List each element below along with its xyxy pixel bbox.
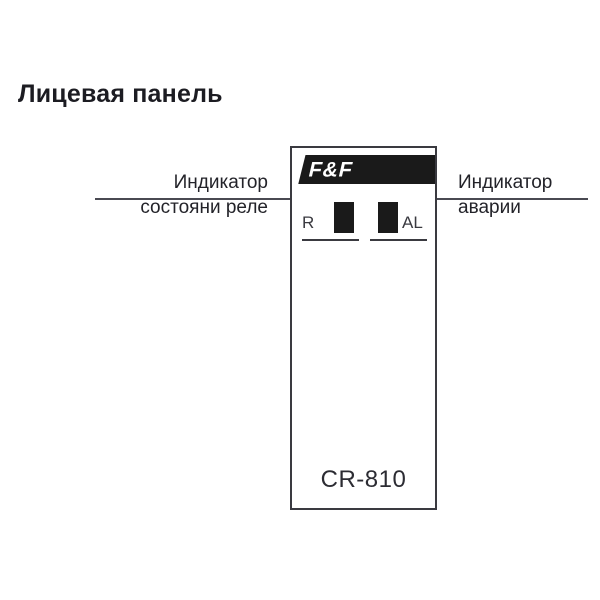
leader-line-left — [95, 198, 291, 200]
callout-alarm-line2: аварии — [458, 197, 521, 218]
alarm-led-label: AL — [402, 213, 423, 232]
device-model-name: CR-810 — [320, 466, 407, 493]
brand-logo-text: F&F — [306, 158, 356, 181]
alarm-led-rule — [370, 239, 427, 241]
relay-state-led-label: R — [302, 213, 315, 232]
callout-relay-state-line2: состояни реле — [140, 197, 268, 218]
leader-line-right — [436, 198, 588, 200]
callout-relay-state-line1: Индикатор — [173, 172, 268, 193]
page-title: Лицевая панель — [18, 80, 223, 108]
logo-band-notch — [292, 155, 306, 184]
relay-state-led — [334, 202, 354, 233]
device-front-panel: F&F R AL CR-810 — [290, 146, 437, 510]
relay-state-led-rule — [302, 239, 359, 241]
callout-relay-state: Индикатор состояни реле — [140, 170, 268, 220]
callout-alarm: Индикатор аварии — [458, 170, 552, 220]
brand-logo-band: F&F — [292, 155, 435, 184]
alarm-led — [378, 202, 398, 233]
callout-alarm-line1: Индикатор — [458, 172, 553, 193]
